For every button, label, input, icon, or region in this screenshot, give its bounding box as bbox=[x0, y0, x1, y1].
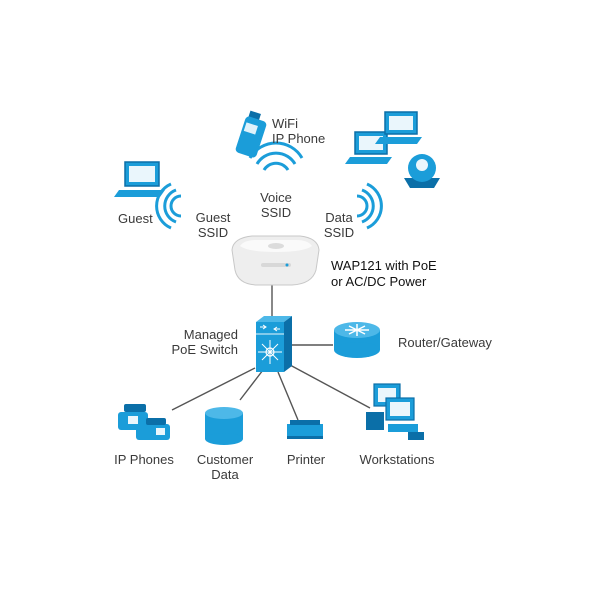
printer-icon bbox=[287, 420, 323, 439]
router-icon bbox=[334, 322, 380, 358]
switch-label: Managed PoE Switch bbox=[168, 327, 238, 357]
ip-phones-icon bbox=[118, 404, 170, 440]
connection-lines bbox=[171, 282, 371, 421]
switch-to-workstations-line bbox=[289, 364, 371, 409]
customer-data-database-icon bbox=[205, 407, 243, 445]
wifi-phone-label-line2: IP Phone bbox=[272, 131, 326, 146]
wifi-phone-label-line1: WiFi bbox=[272, 116, 298, 131]
guest-label: Guest bbox=[118, 211, 153, 226]
switch-to-ipphones-line bbox=[171, 367, 256, 411]
wifi-signal-data bbox=[356, 182, 383, 230]
ip-phones-label: IP Phones bbox=[114, 452, 174, 467]
switch-label-line2: PoE Switch bbox=[171, 342, 238, 357]
wap121-label: WAP121 with PoE or AC/DC Power bbox=[331, 258, 437, 290]
printer-label: Printer bbox=[286, 452, 326, 467]
data-monitor-icon bbox=[375, 111, 422, 144]
data-ssid-label: Data SSID bbox=[318, 210, 360, 240]
router-label: Router/Gateway bbox=[398, 335, 492, 350]
voice-ssid-label: Voice SSID bbox=[250, 190, 302, 220]
guest-laptop-icon bbox=[114, 161, 165, 197]
voice-ssid-label-line2: SSID bbox=[260, 205, 292, 220]
workstations-label: Workstations bbox=[359, 452, 435, 467]
voice-ssid-label-line1: Voice bbox=[260, 190, 292, 205]
workstations-icon bbox=[366, 383, 424, 440]
wap121-label-line1: WAP121 with PoE bbox=[331, 258, 437, 273]
wifi-signal-guest bbox=[155, 182, 182, 230]
guest-ssid-label-line2: SSID bbox=[197, 225, 229, 240]
wifi-phone-label: WiFi IP Phone bbox=[272, 116, 325, 146]
wap121-access-point-icon bbox=[231, 235, 320, 286]
wifi-phone-icon bbox=[235, 110, 267, 158]
switch-to-printer-line bbox=[277, 371, 299, 421]
data-ssid-label-line1: Data bbox=[325, 210, 353, 225]
guest-ssid-label-line1: Guest bbox=[195, 210, 231, 225]
customer-data-label: Customer Data bbox=[190, 452, 260, 482]
switch-label-line1: Managed bbox=[183, 327, 238, 342]
video-endpoint-icon bbox=[404, 154, 440, 188]
guest-ssid-label: Guest SSID bbox=[190, 210, 236, 240]
data-laptop-icon bbox=[345, 131, 392, 164]
customer-data-label-line1: Customer bbox=[196, 452, 254, 467]
switch-to-customerdata-line bbox=[239, 369, 264, 401]
customer-data-label-line2: Data bbox=[211, 467, 239, 482]
data-ssid-label-line2: SSID bbox=[323, 225, 355, 240]
wap121-label-line2: or AC/DC Power bbox=[331, 274, 427, 289]
managed-poe-switch-icon bbox=[256, 316, 292, 372]
